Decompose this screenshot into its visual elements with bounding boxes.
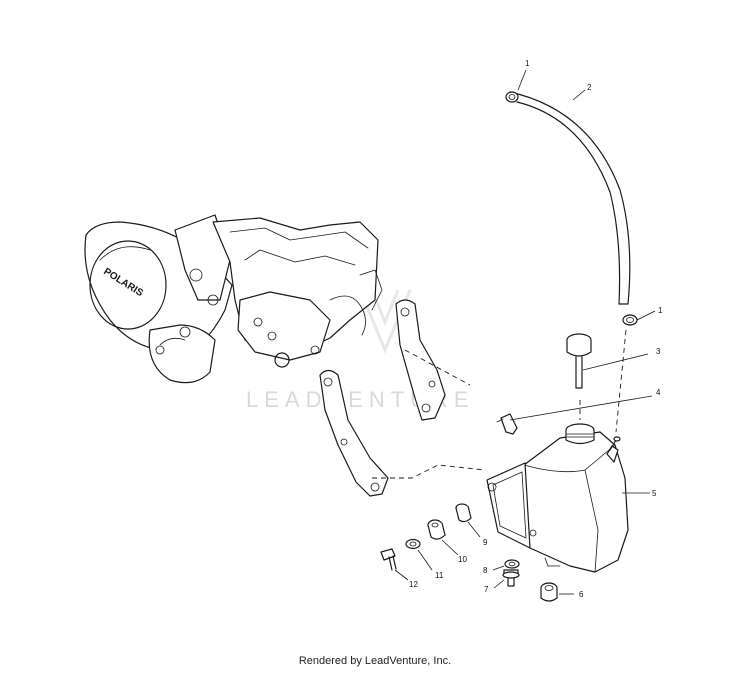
callout-9: 9 — [483, 538, 488, 547]
hose-clamp-top — [505, 91, 519, 103]
callout-5: 5 — [652, 489, 657, 498]
grommet-part-6 — [540, 582, 558, 602]
callout-6: 6 — [579, 590, 584, 599]
dipstick-cap — [566, 333, 592, 389]
callout-7: 7 — [484, 585, 489, 594]
hose-dash-line — [615, 329, 627, 433]
engine-assembly: POLARIS — [84, 214, 383, 384]
mounting-bracket-lower — [319, 369, 389, 497]
vent-hose — [509, 91, 631, 305]
mounting-bracket-upper — [395, 299, 446, 421]
callout-1-bottom: 1 — [658, 306, 663, 315]
washer-part-11 — [405, 538, 421, 550]
bolt-part-7 — [502, 569, 520, 587]
bolt-part-12 — [380, 548, 397, 571]
mount-line-2 — [404, 349, 471, 386]
footer-credit: Rendered by LeadVenture, Inc. — [298, 655, 452, 667]
callout-1-top: 1 — [525, 59, 530, 68]
bushing-part-10 — [427, 519, 446, 540]
callout-2: 2 — [587, 83, 592, 92]
hose-clamp-bottom — [622, 314, 638, 326]
leader-lines — [394, 69, 656, 595]
callout-8: 8 — [483, 566, 488, 575]
callout-10: 10 — [458, 555, 467, 564]
elbow-fitting — [496, 413, 518, 435]
washer-part-8 — [504, 559, 520, 569]
mount-line-1 — [372, 464, 486, 479]
callout-11: 11 — [435, 571, 444, 580]
oil-tank — [486, 423, 629, 573]
spacer-part-9 — [455, 503, 472, 523]
callout-12: 12 — [409, 580, 418, 589]
callout-3: 3 — [656, 347, 661, 356]
callout-4: 4 — [656, 388, 661, 397]
callout-labels: 1 2 1 3 4 5 6 7 8 9 10 11 12 — [409, 59, 663, 599]
